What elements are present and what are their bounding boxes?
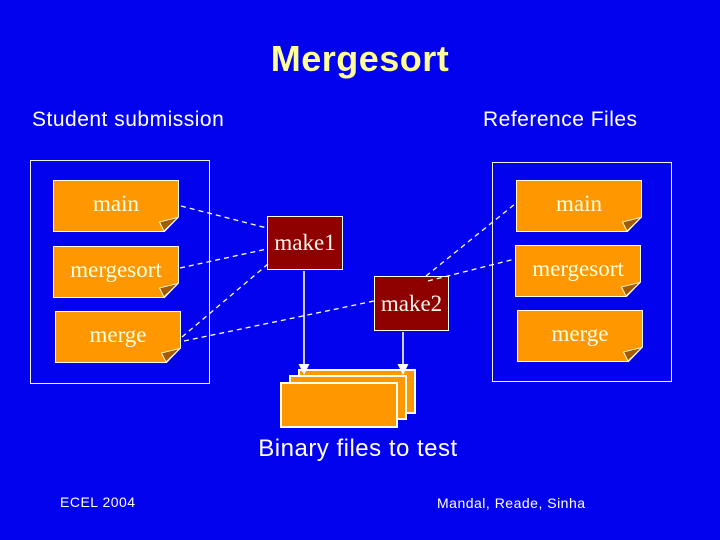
student-submission-heading: Student submission — [32, 108, 225, 131]
folded-corner-shape — [516, 180, 642, 232]
binary-files-caption: Binary files to test — [258, 435, 458, 462]
slide-title: Mergesort — [270, 38, 450, 79]
folded-corner-shape — [53, 180, 179, 232]
footer-authors: Mandal, Reade, Sinha — [437, 495, 586, 511]
binary-file-card — [280, 382, 398, 428]
reference-files-heading: Reference Files — [483, 108, 638, 131]
folded-corner-shape — [53, 246, 179, 298]
folded-corner-shape — [55, 311, 181, 363]
file-box-label: main — [93, 191, 139, 216]
make2-node: make2 — [374, 276, 449, 331]
student-file-mergesort: mergesort — [53, 246, 179, 298]
make1-node: make1 — [267, 216, 343, 270]
reference-file-mergesort: mergesort — [515, 245, 641, 297]
file-box-label: merge — [551, 321, 609, 346]
student-file-merge: merge — [55, 311, 181, 363]
footer-conference: ECEL 2004 — [60, 494, 136, 510]
student-file-main: main — [53, 180, 179, 232]
reference-file-main: main — [516, 180, 642, 232]
reference-file-merge: merge — [517, 310, 643, 362]
file-box-label: main — [556, 191, 602, 216]
file-box-label: merge — [89, 322, 147, 347]
folded-corner-shape — [517, 310, 643, 362]
folded-corner-shape — [515, 245, 641, 297]
file-box-label: mergesort — [532, 256, 624, 281]
file-box-label: mergesort — [70, 257, 162, 282]
